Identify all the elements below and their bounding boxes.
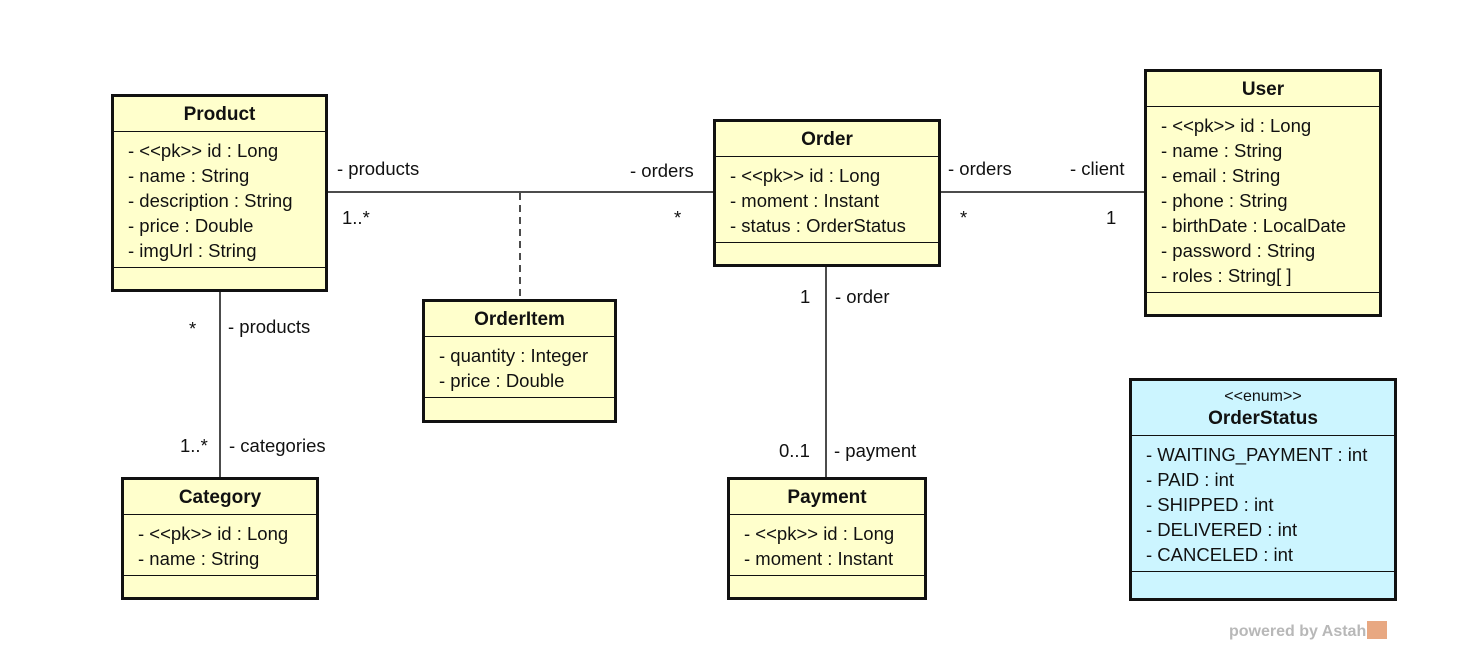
- class-category[interactable]: Category - <<pk>> id : Long - name : Str…: [121, 477, 319, 600]
- class-order[interactable]: Order - <<pk>> id : Long - moment : Inst…: [713, 119, 941, 267]
- multiplicity-label: 0..1: [779, 440, 810, 461]
- operation-compartment: [425, 398, 614, 414]
- role-label: - categories: [229, 435, 326, 456]
- role-label: - products: [228, 316, 311, 337]
- class-name: OrderItem: [425, 302, 614, 337]
- operation-compartment: [1147, 293, 1379, 309]
- enum-literal: - PAID : int: [1146, 469, 1235, 490]
- multiplicity-label: 1..*: [180, 435, 208, 456]
- attribute: - phone : String: [1161, 190, 1288, 211]
- enum-orderstatus[interactable]: <<enum>> OrderStatus - WAITING_PAYMENT :…: [1129, 378, 1397, 601]
- attribute-list: - <<pk>> id : Long - name : String: [124, 515, 316, 576]
- attribute: - imgUrl : String: [128, 240, 257, 261]
- role-label: - payment: [834, 440, 917, 461]
- attribute: - email : String: [1161, 165, 1281, 186]
- operation-compartment: [716, 243, 938, 259]
- class-user[interactable]: User - <<pk>> id : Long - name : String …: [1144, 69, 1382, 317]
- attribute: - <<pk>> id : Long: [138, 523, 289, 544]
- attribute: - name : String: [128, 165, 250, 186]
- class-product[interactable]: Product - <<pk>> id : Long - name : Stri…: [111, 94, 328, 292]
- attribute: - quantity : Integer: [439, 345, 589, 366]
- attribute: - name : String: [138, 548, 260, 569]
- role-label: - order: [835, 286, 890, 307]
- attribute: - <<pk>> id : Long: [1161, 115, 1312, 136]
- class-name: Product: [114, 97, 325, 132]
- attribute: - price : Double: [128, 215, 254, 236]
- attribute: - moment : Instant: [744, 548, 894, 569]
- class-name: OrderStatus: [1208, 408, 1318, 429]
- astah-watermark: powered by Astah: [1229, 621, 1388, 641]
- multiplicity-label: 1: [1106, 207, 1117, 228]
- attribute: - birthDate : LocalDate: [1161, 215, 1347, 236]
- attribute: - moment : Instant: [730, 190, 880, 211]
- class-name: Payment: [730, 480, 924, 515]
- operation-compartment: [124, 576, 316, 592]
- astah-logo-icon: [1367, 621, 1388, 639]
- attribute: - <<pk>> id : Long: [128, 140, 279, 161]
- role-label: - orders: [948, 158, 1012, 179]
- attribute-list: - WAITING_PAYMENT : int - PAID : int - S…: [1132, 436, 1394, 572]
- class-name: User: [1147, 72, 1379, 107]
- attribute: - price : Double: [439, 370, 565, 391]
- stereotype-label: <<enum>>: [1224, 388, 1302, 405]
- class-name: Order: [716, 122, 938, 157]
- enum-literal: - CANCELED : int: [1146, 544, 1294, 565]
- operation-compartment: [114, 268, 325, 284]
- attribute-list: - quantity : Integer - price : Double: [425, 337, 614, 398]
- enum-header: <<enum>> OrderStatus: [1132, 381, 1394, 436]
- attribute: - description : String: [128, 190, 293, 211]
- operation-compartment: [730, 576, 924, 592]
- class-payment[interactable]: Payment - <<pk>> id : Long - moment : In…: [727, 477, 927, 600]
- role-label: - orders: [630, 160, 694, 181]
- multiplicity-label: *: [674, 207, 682, 228]
- multiplicity-label: *: [960, 207, 968, 228]
- watermark-text: powered by Astah: [1229, 623, 1367, 640]
- role-label: - products: [337, 158, 420, 179]
- multiplicity-label: 1..*: [342, 207, 370, 228]
- attribute: - roles : String[ ]: [1161, 265, 1292, 286]
- attribute-list: - <<pk>> id : Long - moment : Instant: [730, 515, 924, 576]
- attribute-list: - <<pk>> id : Long - moment : Instant - …: [716, 157, 938, 243]
- enum-literal: - SHIPPED : int: [1146, 494, 1274, 515]
- attribute: - name : String: [1161, 140, 1283, 161]
- attribute: - password : String: [1161, 240, 1316, 261]
- enum-literal: - WAITING_PAYMENT : int: [1146, 444, 1368, 465]
- attribute: - <<pk>> id : Long: [744, 523, 895, 544]
- enum-literal: - DELIVERED : int: [1146, 519, 1298, 540]
- role-label: - client: [1070, 158, 1125, 179]
- class-orderitem[interactable]: OrderItem - quantity : Integer - price :…: [422, 299, 617, 423]
- attribute: - <<pk>> id : Long: [730, 165, 881, 186]
- operation-compartment: [1132, 572, 1394, 588]
- attribute-list: - <<pk>> id : Long - name : String - ema…: [1147, 107, 1379, 293]
- multiplicity-label: *: [189, 318, 197, 339]
- attribute: - status : OrderStatus: [730, 215, 906, 236]
- class-name: Category: [124, 480, 316, 515]
- multiplicity-label: 1: [800, 286, 811, 307]
- attribute-list: - <<pk>> id : Long - name : String - des…: [114, 132, 325, 268]
